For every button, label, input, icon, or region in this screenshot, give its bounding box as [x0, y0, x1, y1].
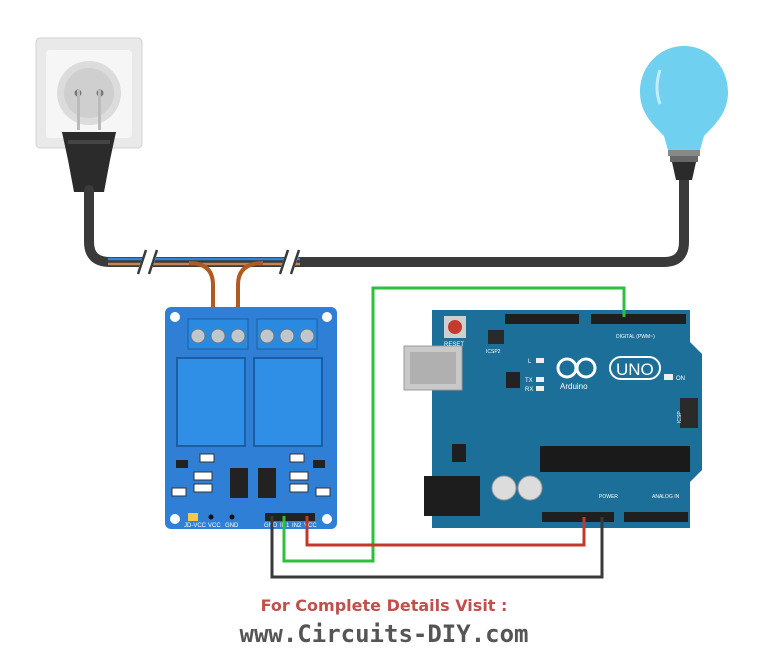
relay-wire-brown-1	[188, 261, 215, 318]
footer-visit-text: For Complete Details Visit :	[260, 596, 508, 615]
icsp-label: ICSP	[677, 411, 683, 423]
icsp2-label: ICSP2	[486, 349, 501, 355]
digital-label: DIGITAL (PWM~)	[616, 334, 655, 340]
cable-cut-marks	[136, 248, 301, 276]
relay-pin-vcc-left: VCC	[208, 523, 221, 529]
arduino-model: UNO	[616, 360, 654, 379]
arduino-uno-board: RESET ICSP2 DIGITAL (PWM~) L TX RX Ardui…	[403, 310, 702, 528]
power-plug-icon	[62, 90, 116, 192]
relay-pin-gnd-left: GND	[225, 523, 239, 529]
relay-pin-vcc-right: VCC	[304, 523, 317, 529]
power-label: POWER	[599, 494, 618, 500]
analog-label: ANALOG IN	[652, 494, 680, 500]
tx-label: TX	[525, 378, 533, 384]
arduino-logo-icon	[556, 357, 597, 379]
wall-socket-icon	[35, 37, 143, 149]
relay-module: JD-VCC VCC GND GND IN1 IN2 VCC	[165, 307, 337, 529]
relay-wire-brown-2	[236, 261, 264, 318]
vcc-wire-red	[305, 516, 586, 547]
l-led-label: L	[528, 359, 532, 365]
arduino-brand: Arduino	[560, 382, 588, 391]
reset-label: RESET	[444, 342, 464, 348]
light-bulb-icon	[640, 46, 728, 180]
gnd-wire-dark	[270, 516, 604, 579]
relay-pin-jdvcc: JD-VCC	[184, 523, 207, 529]
signal-wire-green	[282, 286, 626, 563]
footer-website-link[interactable]: www.Circuits-DIY.com	[239, 620, 529, 648]
mains-cable	[84, 171, 689, 267]
relay-pin-in2: IN2	[292, 523, 302, 529]
rx-label: RX	[525, 387, 533, 393]
on-label: ON	[676, 376, 685, 382]
